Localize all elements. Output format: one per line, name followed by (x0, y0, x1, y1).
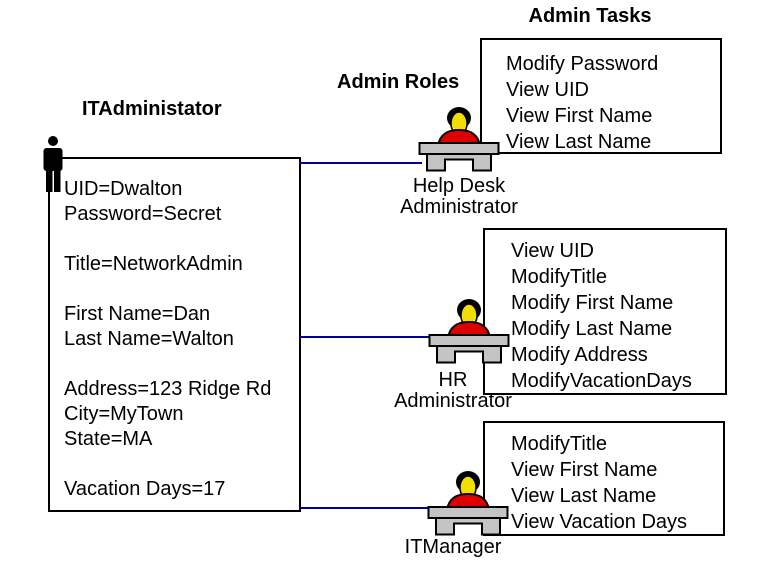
task-item: View UID (511, 240, 594, 262)
task-item: Modify Last Name (511, 318, 673, 340)
attr-line: Vacation Days=17 (64, 478, 226, 500)
connector-line-hr (299, 336, 430, 338)
attr-line-spacer (64, 452, 295, 477)
role-name-line: Help Desk (412, 175, 506, 197)
role-name-line: ITManager (404, 536, 502, 558)
connector-line-it-manager (299, 507, 428, 509)
task-item: View Last Name (506, 131, 652, 153)
role-name-line: Administrator (394, 390, 512, 412)
standing-person-icon (40, 136, 64, 199)
admin-roles-title: Admin Roles (337, 71, 460, 93)
task-item: Modify Password (506, 53, 659, 75)
attr-line: Password=Secret (64, 203, 222, 225)
help-desk-tasks-box: Modify Password View UID View First Name… (480, 38, 722, 154)
attr-line: Title=NetworkAdmin (64, 253, 243, 275)
task-item: ModifyTitle (511, 433, 607, 455)
attr-line: Address=123 Ridge Rd (64, 378, 272, 400)
attr-line-spacer (64, 277, 295, 302)
task-item: Modify Address (511, 344, 648, 366)
attr-line: Last Name=Walton (64, 328, 234, 350)
it-administator-title: ITAdministator (82, 98, 222, 120)
hr-administrator-icon (428, 298, 510, 369)
admin-tasks-title: Admin Tasks (528, 5, 652, 27)
attr-line: First Name=Dan (64, 303, 211, 325)
task-item: View UID (506, 79, 589, 101)
task-item: View Vacation Days (511, 511, 688, 533)
task-item: View First Name (511, 459, 658, 481)
attr-line-spacer (64, 227, 295, 252)
hr-administrator-label: HR Administrator (378, 370, 528, 412)
task-item: ModifyTitle (511, 266, 607, 288)
attr-line: City=MyTown (64, 403, 184, 425)
it-manager-tasks-box: ModifyTitle View First Name View Last Na… (483, 421, 725, 536)
attr-line: State=MA (64, 428, 153, 450)
help-desk-administrator-icon (418, 106, 500, 177)
user-attributes-box: UID=Dwalton Password=Secret Title=Networ… (48, 157, 301, 512)
task-item: ModifyVacationDays (511, 370, 692, 392)
attr-line: UID=Dwalton (64, 178, 183, 200)
role-name-line: Administrator (400, 196, 518, 218)
it-manager-icon (427, 470, 509, 541)
task-item: View First Name (506, 105, 653, 127)
task-item: View Last Name (511, 485, 657, 507)
attr-line-spacer (64, 352, 295, 377)
it-manager-label: ITManager (378, 537, 528, 558)
hr-tasks-box: View UID ModifyTitle Modify First Name M… (483, 228, 727, 395)
connector-line-help-desk (299, 162, 422, 164)
role-name-line: HR (438, 369, 468, 391)
help-desk-administrator-label: Help Desk Administrator (384, 176, 534, 218)
task-item: Modify First Name (511, 292, 674, 314)
